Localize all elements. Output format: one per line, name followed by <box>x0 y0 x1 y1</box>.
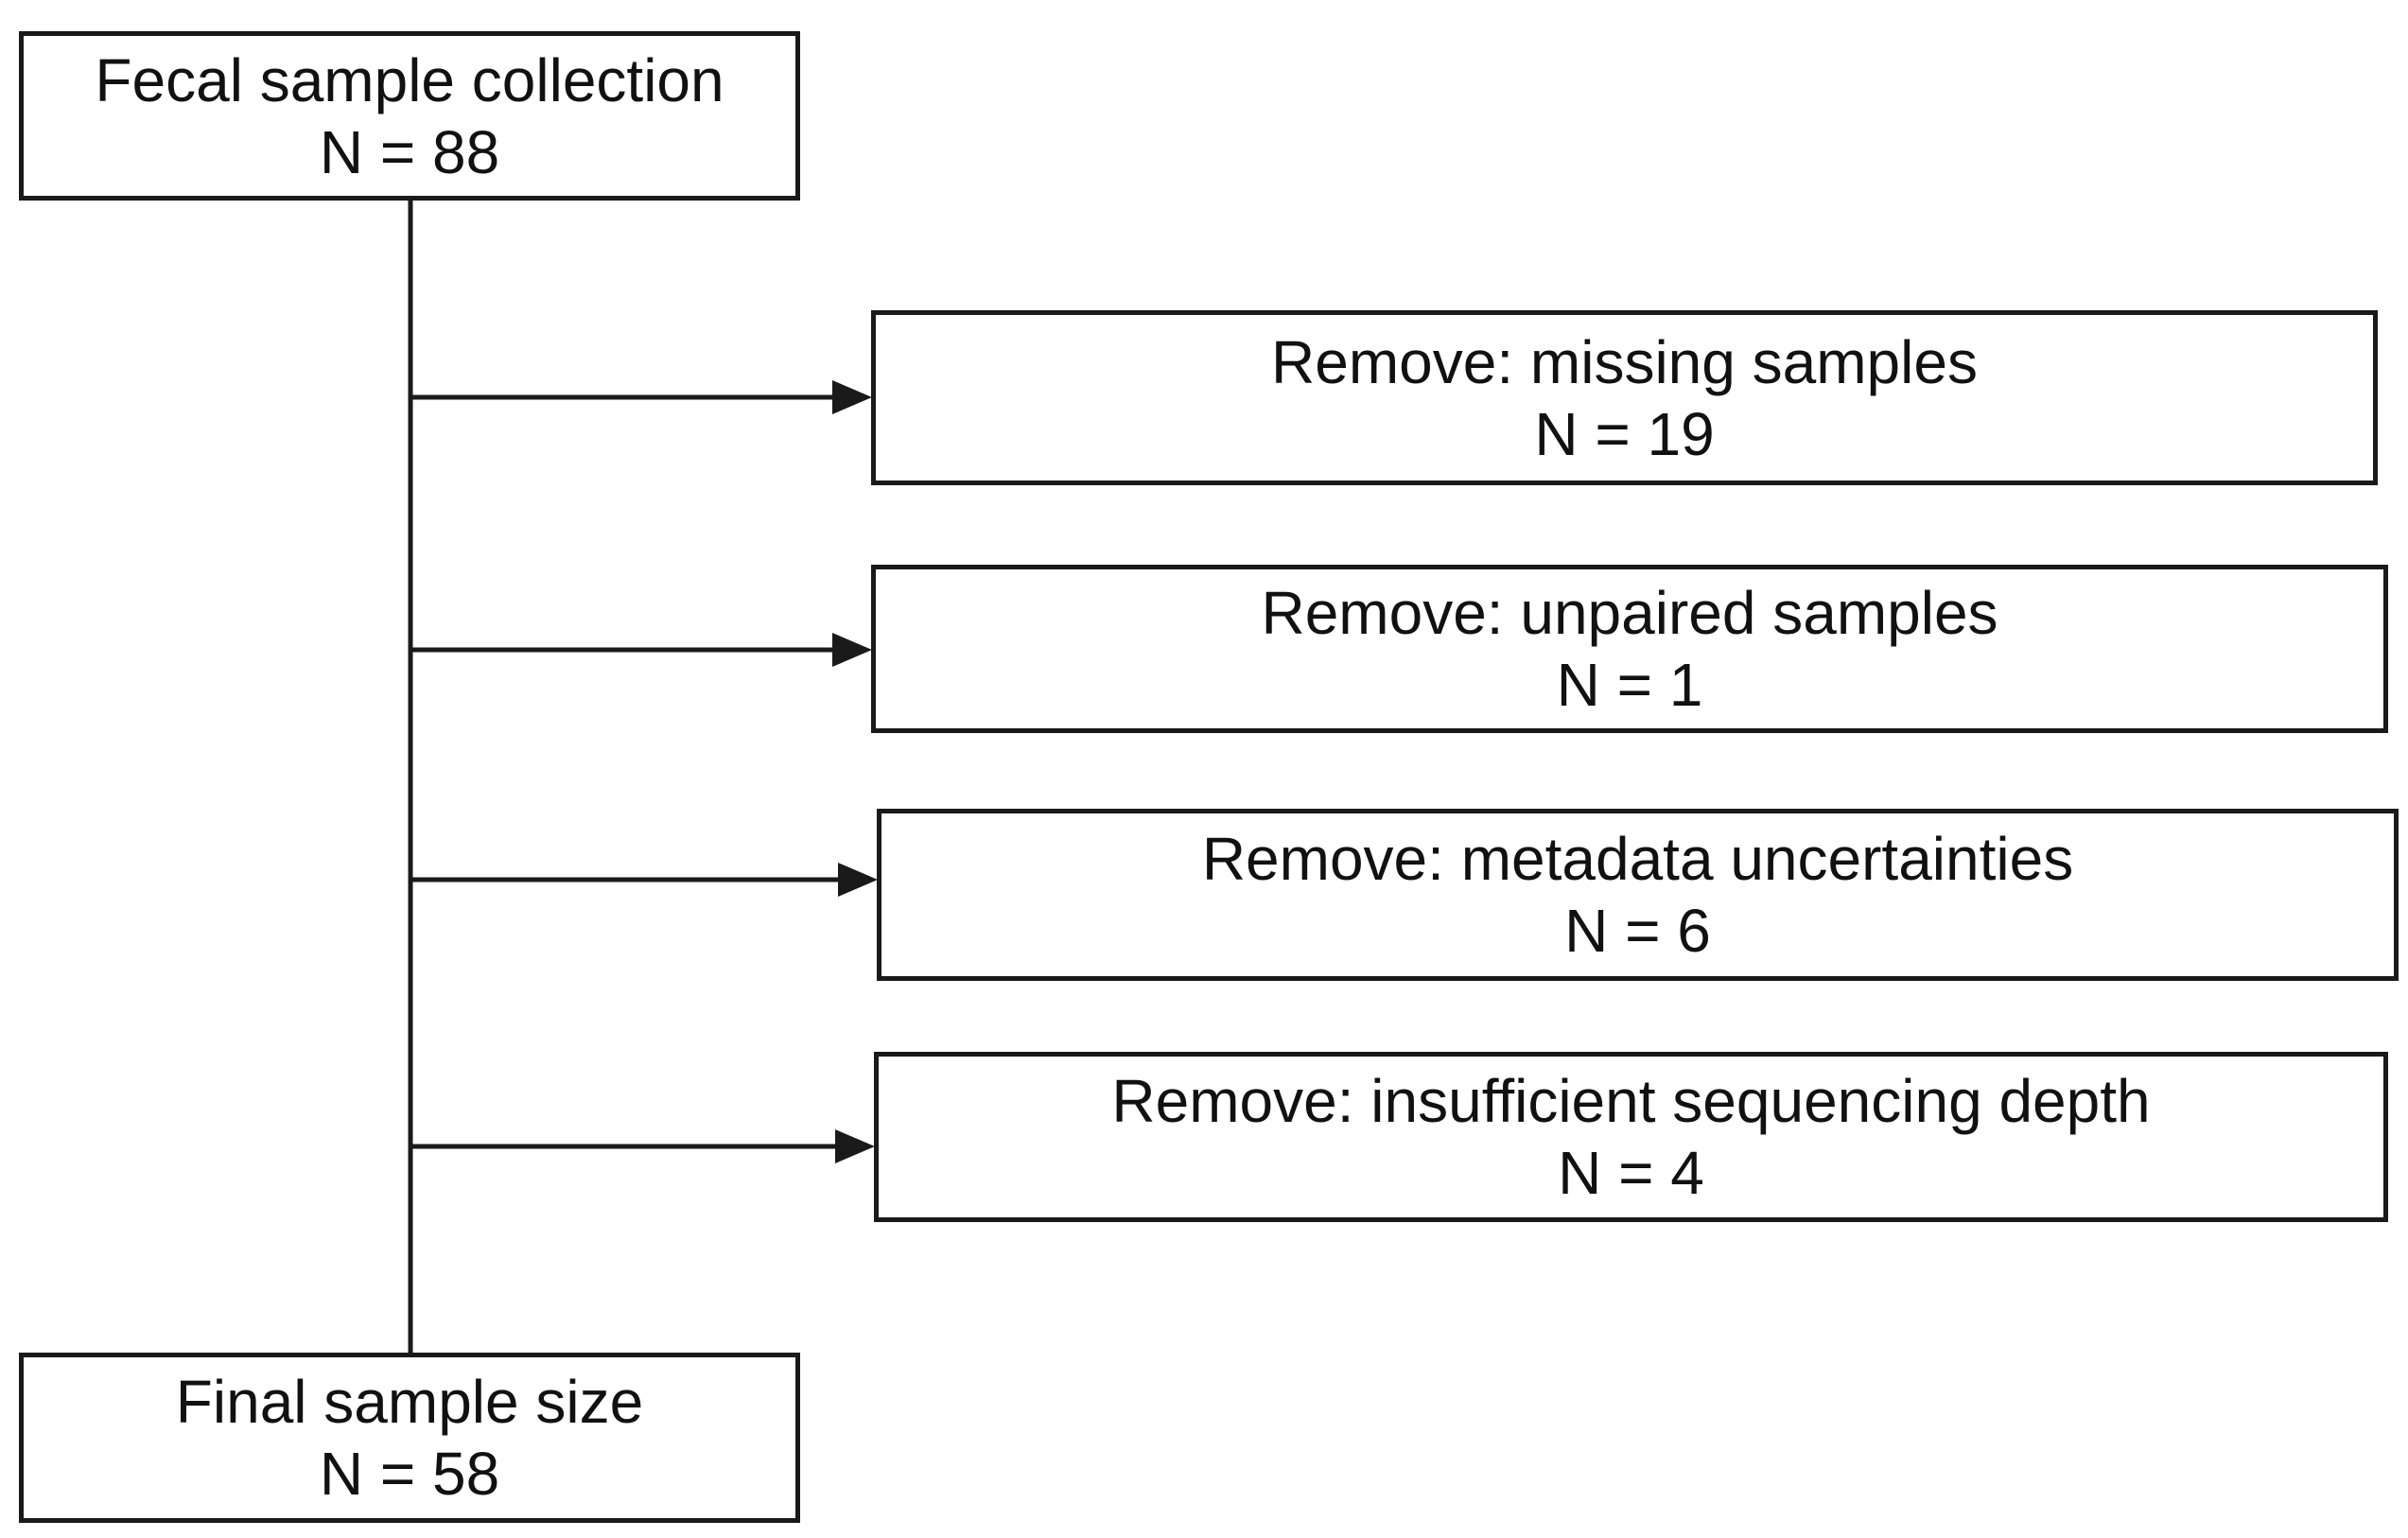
removal-title: Remove: insufficient sequencing depth <box>1111 1067 2151 1135</box>
removal-box-insufficient-depth: Remove: insufficient sequencing depth N … <box>874 1052 2388 1222</box>
removal-count: N = 4 <box>1558 1139 1704 1207</box>
removal-count: N = 1 <box>1556 651 1703 719</box>
final-box: Final sample size N = 58 <box>19 1353 800 1523</box>
final-title: Final sample size <box>175 1368 644 1436</box>
removal-title: Remove: missing samples <box>1271 327 1978 396</box>
arrow-to-unpaired-samples <box>410 633 872 667</box>
start-count: N = 88 <box>319 117 500 186</box>
arrow-to-missing-samples <box>410 380 872 414</box>
arrow-to-insufficient-depth <box>410 1129 875 1163</box>
removal-title: Remove: unpaired samples <box>1261 579 1998 647</box>
start-title: Fecal sample collection <box>95 45 724 114</box>
start-box: Fecal sample collection N = 88 <box>19 31 800 201</box>
arrow-to-metadata-uncertainties <box>410 863 878 897</box>
removal-box-unpaired-samples: Remove: unpaired samples N = 1 <box>871 565 2388 733</box>
removal-title: Remove: metadata uncertainties <box>1201 825 2074 893</box>
removal-count: N = 6 <box>1564 897 1711 965</box>
removal-count: N = 19 <box>1534 399 1715 468</box>
removal-box-metadata-uncertainties: Remove: metadata uncertainties N = 6 <box>877 809 2399 981</box>
final-count: N = 58 <box>319 1440 500 1508</box>
removal-box-missing-samples: Remove: missing samples N = 19 <box>871 310 2378 485</box>
